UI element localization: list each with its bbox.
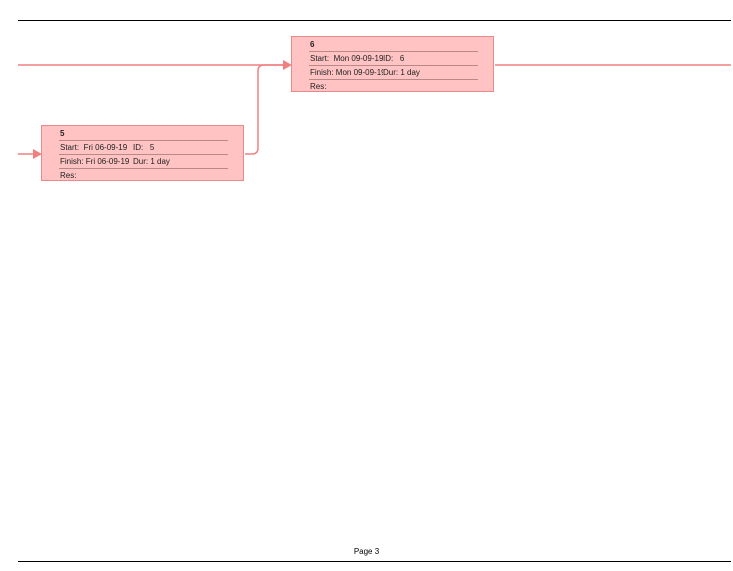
id-label: ID: [383,54,394,63]
page-number: Page 3 [353,547,380,556]
task-id: 5 [60,129,65,138]
dur-value: 1 day [400,68,420,77]
start-label: Start: [310,54,330,63]
dur-label: Dur: [133,157,149,166]
id-value: 5 [149,143,155,152]
finish-label: Finish: [60,157,84,166]
arrow-icon [33,149,42,159]
id-value: 6 [399,54,405,63]
arrow-icon [283,60,292,70]
dur-value: 1 day [150,157,170,166]
res-label: Res: [310,82,327,91]
header-rule [18,20,731,21]
dur-label: Dur: [383,68,399,77]
start-value: Fri 06-09-19 [83,143,128,152]
res-label: Res: [60,171,77,180]
footer-rule [18,561,731,562]
task-node-6[interactable]: 6 Start: Mon 09-09-19ID: 6 Finish: Mon 0… [291,36,494,92]
start-label: Start: [60,143,80,152]
id-label: ID: [133,143,144,152]
task-id: 6 [310,40,315,49]
finish-value: Fri 06-09-19 [85,157,130,166]
link-5-to-6 [245,64,284,155]
finish-value: Mon 09-09-19 [335,68,383,77]
start-value: Mon 09-09-19 [333,54,383,63]
finish-label: Finish: [310,68,334,77]
